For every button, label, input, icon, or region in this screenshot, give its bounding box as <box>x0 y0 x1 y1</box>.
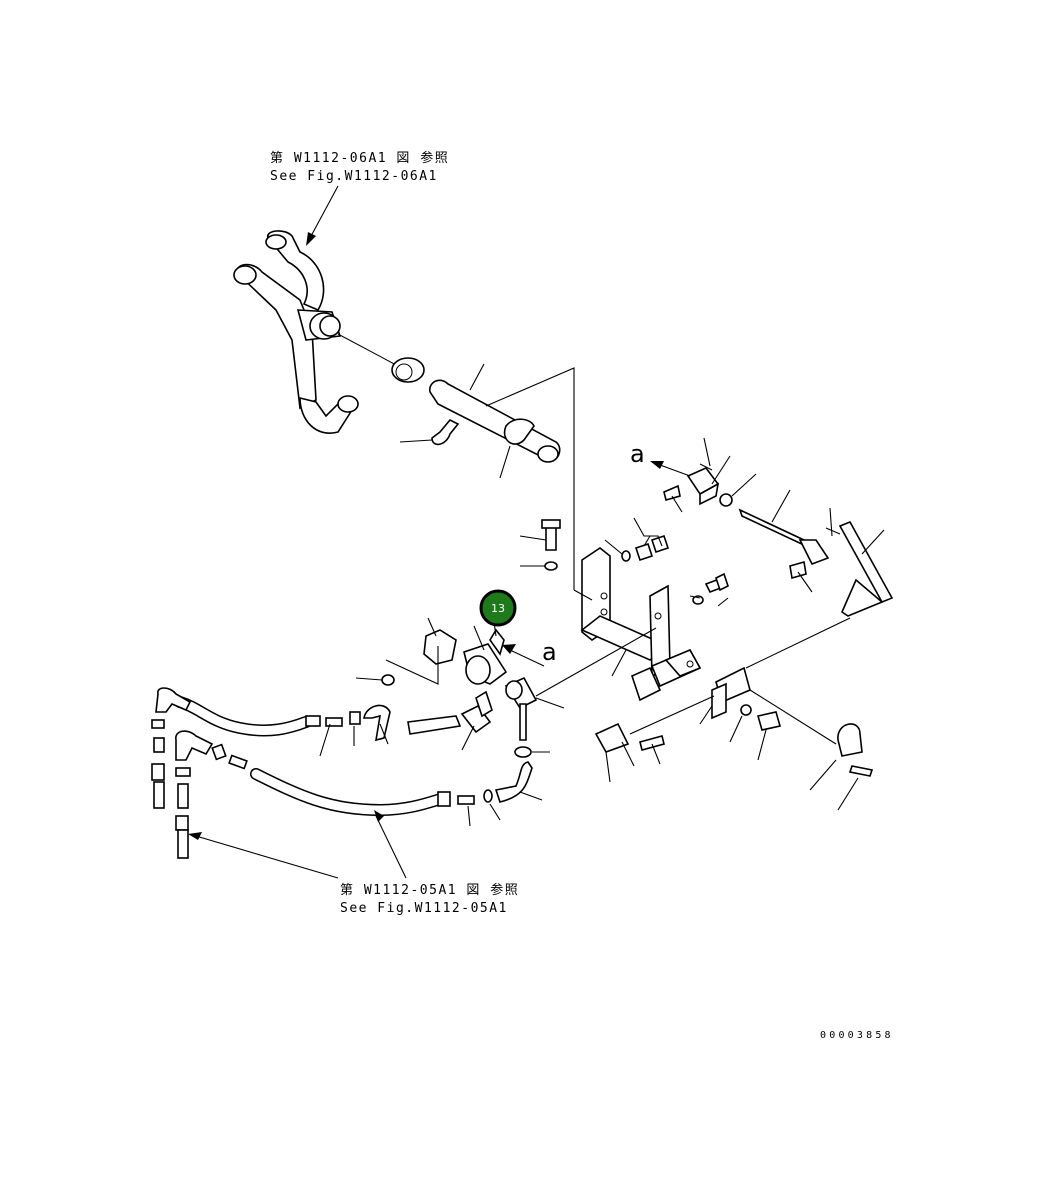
document-number: 00003858 <box>820 1030 894 1041</box>
upper-reference-jp: 第 W1112-06A1 図 参照 <box>270 150 449 166</box>
valve-assembly <box>355 617 565 758</box>
upper-reference-leader <box>306 185 339 246</box>
bracket-leaders <box>519 517 729 677</box>
upper-reference-en: See Fig.W1112-06A1 <box>270 169 438 184</box>
rod-assembly <box>650 437 894 617</box>
callout-13[interactable]: 13 <box>479 589 517 637</box>
upper-leaders <box>399 363 575 590</box>
callout-13-circle[interactable] <box>479 589 517 627</box>
bracket-hardware <box>541 519 729 605</box>
lower-hose-assembly <box>151 687 543 859</box>
lower-reference-jp: 第 W1112-05A1 図 参照 <box>340 882 519 898</box>
lower-reference-leaders <box>188 810 407 879</box>
view-marker-a-top: a <box>630 440 645 468</box>
view-marker-a-mid: a <box>542 638 557 666</box>
callout-13-number[interactable]: 13 <box>491 602 505 615</box>
pedal-bracket <box>535 617 874 811</box>
bracket-assembly <box>580 547 702 702</box>
upper-pipe-assembly <box>233 230 561 463</box>
lower-reference-en: See Fig.W1112-05A1 <box>340 901 508 916</box>
